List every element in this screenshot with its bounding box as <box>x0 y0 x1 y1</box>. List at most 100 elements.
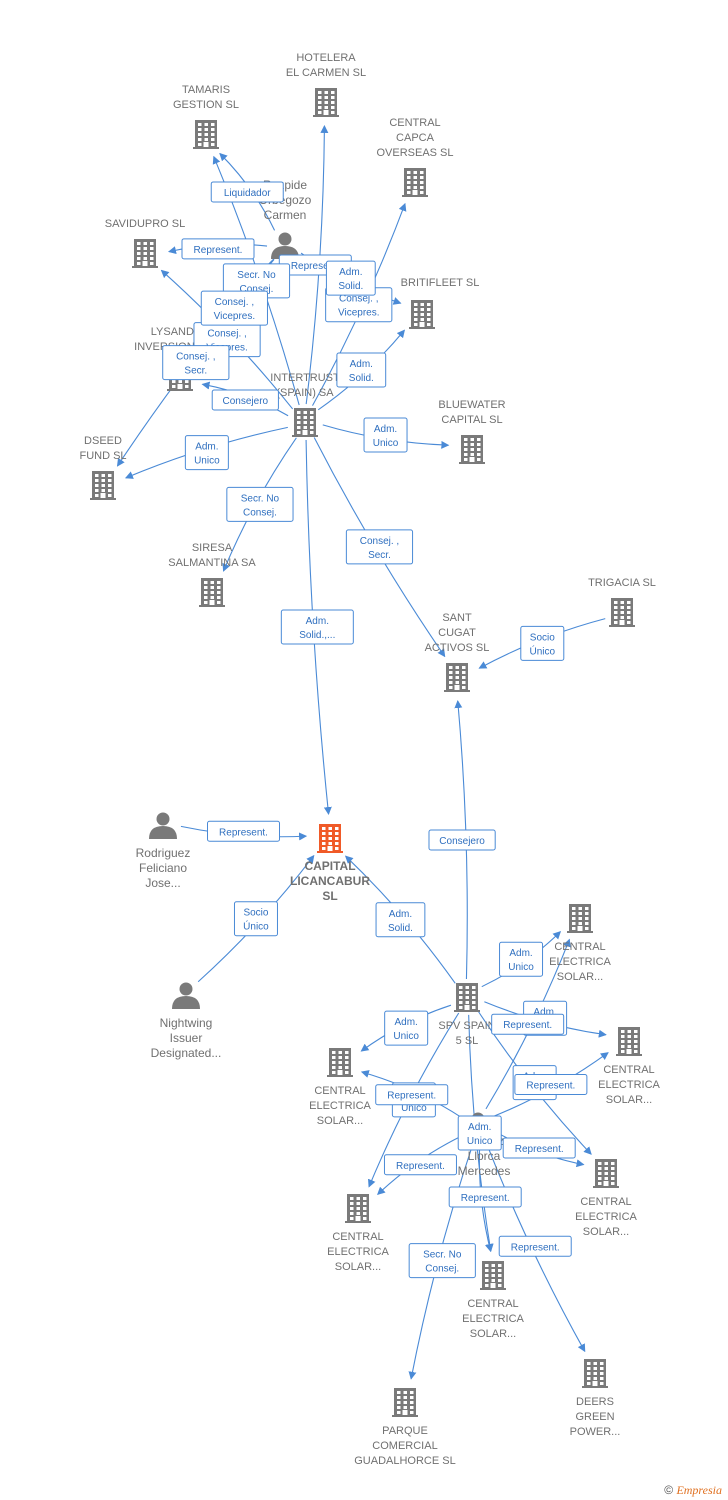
edge-label-text: Unico <box>373 438 399 449</box>
node-label: Carmen <box>264 208 307 222</box>
node-label: ELECTRICA <box>327 1246 389 1258</box>
building-icon <box>616 1027 642 1056</box>
node-label: ELECTRICA <box>575 1211 637 1223</box>
company-node-britifleet[interactable]: BRITIFLEET SL <box>401 277 480 329</box>
brand-logo-text[interactable]: Empresia <box>676 1483 722 1497</box>
company-node-ces6[interactable]: CENTRALELECTRICASOLAR... <box>462 1261 525 1340</box>
company-node-ces2[interactable]: CENTRALELECTRICASOLAR... <box>598 1027 661 1106</box>
building-icon <box>454 983 480 1012</box>
node-label: CENTRAL <box>332 1231 383 1243</box>
edge-label[interactable]: Represent. <box>491 1013 565 1035</box>
node-label: SOLAR... <box>583 1226 629 1238</box>
edge-label-text: Adm. <box>195 442 218 453</box>
company-node-deers[interactable]: DEERSGREENPOWER... <box>570 1359 621 1438</box>
node-label: SOLAR... <box>470 1328 516 1340</box>
node-label: Rodriguez <box>136 846 191 860</box>
edge-label-text: Adm. <box>374 424 397 435</box>
edge-label-text: Represent. <box>387 1091 436 1102</box>
edge-label[interactable]: Represent. <box>207 820 281 842</box>
node-label: COMERCIAL <box>372 1440 437 1452</box>
building-icon <box>327 1048 353 1077</box>
node-label: CENTRAL <box>580 1196 631 1208</box>
edge-label[interactable]: Adm.Unico <box>457 1115 502 1151</box>
node-label: CAPCA <box>396 132 435 144</box>
node-label: SAVIDUPRO SL <box>105 218 186 230</box>
edge-label[interactable]: Adm.Unico <box>499 941 544 977</box>
edge-label-text: Consej. , <box>176 352 215 363</box>
company-node-ces5[interactable]: CENTRAL ELECTRICA SOLAR... <box>327 1194 390 1273</box>
node-label: TAMARIS <box>182 84 230 96</box>
company-node-ces1[interactable]: CENTRALELECTRICASOLAR... <box>549 904 612 983</box>
edge-label[interactable]: Represent. <box>375 1084 449 1106</box>
edge-label-text: Socio <box>243 908 268 919</box>
edge-label[interactable]: Represent. <box>514 1073 588 1095</box>
edge-label[interactable]: Represent. <box>502 1137 576 1159</box>
company-node-ces3[interactable]: CENTRALELECTRICASOLAR... <box>309 1048 372 1127</box>
edge-label[interactable]: Consej. ,Vicepres. <box>200 290 268 326</box>
person-node-rodriguez[interactable]: RodriguezFelicianoJose... <box>136 812 191 891</box>
edge-label-text: Adm. <box>339 267 362 278</box>
company-node-trigacia[interactable]: TRIGACIA SL <box>588 577 656 627</box>
node-label: TRIGACIA SL <box>588 577 656 589</box>
edge-label[interactable]: Adm. Unico <box>184 435 229 471</box>
person-node-nightwing[interactable]: NightwingIssuerDesignated... <box>151 982 222 1061</box>
edge-label[interactable]: Adm. Unico <box>363 417 408 453</box>
edge-label-text: Adm. <box>394 1017 417 1028</box>
edge-label[interactable]: Adm.Solid. <box>325 260 376 296</box>
node-label: SPV SPAIN <box>438 1020 495 1032</box>
edge-label-text: Represent. <box>219 827 268 838</box>
person-icon <box>149 812 177 839</box>
edge-label[interactable]: Consejero <box>211 389 279 411</box>
edge-label-text: Adm. <box>350 359 373 370</box>
edge-label-text: Adm. <box>509 948 532 959</box>
node-label: Designated... <box>151 1046 222 1060</box>
edge-label[interactable]: Represent. <box>448 1186 522 1208</box>
node-label: GESTION SL <box>173 99 239 111</box>
edge-label[interactable]: Represent. <box>498 1235 572 1257</box>
building-icon <box>459 435 485 464</box>
edge-label-text: Secr. <box>184 366 207 377</box>
node-label: Mercedes <box>458 1164 511 1178</box>
edge-label-text: Represent. <box>461 1193 510 1204</box>
edge-label-text: Represent. <box>503 1020 552 1031</box>
node-label: Issuer <box>170 1031 203 1045</box>
company-node-tamaris[interactable]: TAMARIS GESTION SL <box>173 84 239 149</box>
building-icon <box>593 1159 619 1188</box>
company-node-savidupro[interactable]: SAVIDUPRO SL <box>105 218 186 268</box>
edge-label[interactable]: Adm.Solid. <box>375 902 426 938</box>
node-label: EL CARMEN SL <box>286 67 366 79</box>
building-icon <box>90 471 116 500</box>
edge-label[interactable]: Adm.Solid. <box>336 352 387 388</box>
edge-label[interactable]: Represent. <box>383 1154 457 1176</box>
company-node-intertrust[interactable]: INTERTRUST(SPAIN) SA <box>270 372 340 437</box>
edge-label[interactable]: Consej. ,Secr. <box>345 529 414 565</box>
edge-label[interactable]: Consejero <box>428 829 496 851</box>
edge-label-text: Represent. <box>396 1161 445 1172</box>
node-label: CENTRAL <box>554 941 605 953</box>
edge-label[interactable]: Represent. <box>181 238 255 260</box>
edge-label[interactable]: Liquidador <box>210 181 284 203</box>
edge-label-text: Secr. No <box>423 1250 462 1261</box>
node-label: SOLAR... <box>335 1261 381 1273</box>
company-node-ces4[interactable]: CENTRAL ELECTRICA SOLAR... <box>575 1159 638 1238</box>
node-label: SL <box>322 889 337 903</box>
edge-label[interactable]: Consej. , Secr. <box>162 345 230 381</box>
edge-label[interactable]: Adm.Solid.,... <box>280 609 354 645</box>
edge-label-text: Unico <box>194 456 220 467</box>
edge-label[interactable]: Adm.Unico <box>384 1010 429 1046</box>
node-label: ELECTRICA <box>598 1079 660 1091</box>
edge-label-text: Consej. , <box>339 294 378 305</box>
